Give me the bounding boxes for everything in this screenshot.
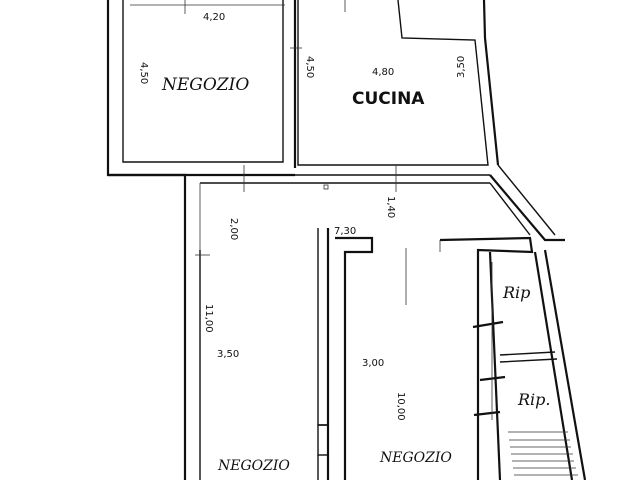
dim-4-50-mid: 4,50 bbox=[304, 56, 315, 78]
dim-4-20: 4,20 bbox=[203, 12, 225, 23]
storage-strip bbox=[472, 249, 587, 480]
dim-3-50-right: 3,50 bbox=[456, 56, 467, 78]
dim-4-50-left: 4,50 bbox=[138, 62, 149, 84]
label-negozio-left: NEGOZIO bbox=[217, 458, 290, 474]
dim-1-40: 1,40 bbox=[385, 196, 396, 218]
label-rip-top: Rip bbox=[502, 283, 530, 302]
diagonal-passage bbox=[489, 164, 565, 242]
dim-4-80: 4,80 bbox=[372, 67, 394, 78]
dim-7-30: 7,30 bbox=[334, 226, 356, 237]
dim-11-00: 11,00 bbox=[203, 304, 214, 333]
label-rip-bottom: Rip. bbox=[517, 390, 551, 409]
label-negozio-top: NEGOZIO bbox=[161, 75, 249, 95]
dim-2-00: 2,00 bbox=[228, 218, 239, 240]
room-negozio-left bbox=[195, 250, 210, 480]
dim-3-50-left: 3,50 bbox=[217, 349, 239, 360]
label-negozio-center: NEGOZIO bbox=[379, 450, 452, 466]
room-negozio-center bbox=[317, 228, 534, 480]
room-cucina bbox=[290, 0, 500, 166]
dim-10-00: 10,00 bbox=[395, 392, 406, 421]
dim-3-00: 3,00 bbox=[362, 358, 384, 369]
label-cucina: CUCINA bbox=[352, 89, 425, 109]
corridor bbox=[108, 165, 490, 480]
